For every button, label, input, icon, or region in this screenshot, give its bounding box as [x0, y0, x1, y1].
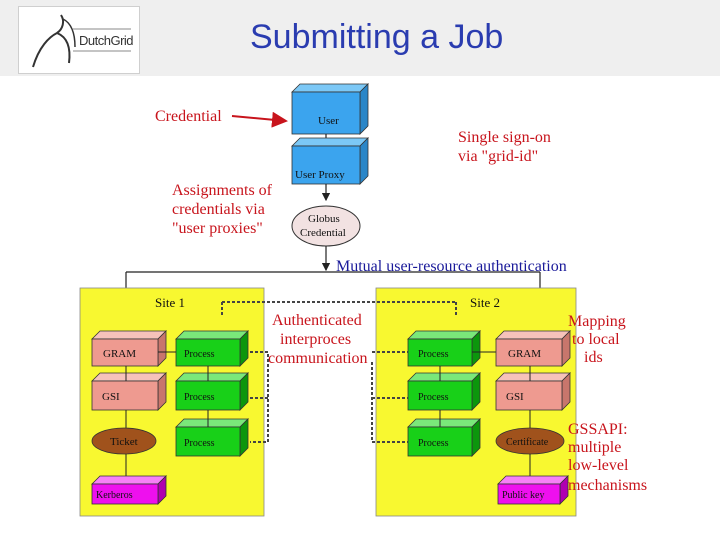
sso-line-2: via "grid-id": [458, 148, 538, 165]
authenticated-label: Authenticated interproces communication: [268, 312, 368, 367]
credential-label: Credential: [155, 108, 222, 125]
site2-process-1: Process: [407, 330, 481, 367]
assignments-label: Assignments of credentials via "user pro…: [172, 182, 276, 237]
site1-process-1-label: Process: [184, 349, 215, 360]
site2-public-key-label: Public key: [502, 490, 545, 501]
mapping-line-2: to local: [572, 331, 620, 348]
site2-process-2: Process: [407, 372, 481, 411]
logo-figure-icon: [32, 14, 131, 68]
site1-ticket-label: Ticket: [110, 436, 138, 448]
mapping-line-1: Mapping: [568, 313, 626, 330]
page-title: Submitting a Job: [250, 18, 504, 56]
gssapi-line-3: low-level: [568, 457, 629, 474]
site2-process-3: Process: [407, 418, 481, 457]
site1-gram-label: GRAM: [103, 348, 136, 360]
authenticated-line-1: Authenticated: [272, 312, 362, 329]
site2-process-3-label: Process: [418, 438, 449, 449]
globus-line-2: Credential: [300, 227, 346, 239]
gssapi-label: GSSAPI: multiple low-level mechanisms: [568, 421, 647, 494]
site2-public-key-box: Public key: [497, 475, 569, 505]
site2-process-1-label: Process: [418, 349, 449, 360]
user-proxy-box-label: User Proxy: [295, 169, 345, 181]
site1-kerberos-label: Kerberos: [96, 490, 133, 501]
site-1-label: Site 1: [155, 295, 185, 310]
assignments-line-1: Assignments of: [172, 182, 273, 199]
site1-process-2: Process: [175, 372, 249, 411]
mapping-line-3: ids: [584, 349, 603, 366]
gssapi-line-2: multiple: [568, 439, 621, 456]
site2-gram-label: GRAM: [508, 348, 541, 360]
authenticated-line-3: communication: [268, 350, 368, 367]
site2-certificate: Certificate: [495, 427, 565, 455]
assignments-line-2: credentials via: [172, 201, 265, 218]
site2-gram-box: GRAM: [495, 330, 571, 367]
site2-left-dashed: [372, 351, 408, 443]
globus-line-1: Globus: [308, 213, 340, 225]
site2-gsi-label: GSI: [506, 391, 524, 403]
dutchgrid-logo: DutchGrid: [18, 6, 140, 74]
globus-credential: Globus Credential: [291, 205, 361, 247]
site1-process-2-label: Process: [184, 392, 215, 403]
slide-header: DutchGrid Submitting a Job: [0, 0, 720, 76]
site1-process-1: Process: [175, 330, 249, 367]
gssapi-line-1: GSSAPI:: [568, 421, 628, 438]
site1-process-3: Process: [175, 418, 249, 457]
site1-gsi-label: GSI: [102, 391, 120, 403]
site2-gsi-box: GSI: [495, 372, 571, 411]
user-box: User: [291, 83, 369, 135]
mutual-auth-label: Mutual user-resource authentication: [336, 258, 567, 275]
assignments-line-3: "user proxies": [172, 220, 263, 237]
user-proxy-box: User Proxy: [291, 137, 369, 185]
credential-arrow: [231, 111, 288, 128]
site1-kerberos-box: Kerberos: [91, 475, 167, 505]
site1-gram-box: GRAM: [91, 330, 167, 367]
authenticated-line-2: interproces: [280, 331, 351, 348]
site2-certificate-label: Certificate: [506, 437, 549, 448]
gssapi-line-4: mechanisms: [568, 477, 647, 494]
site1-process-3-label: Process: [184, 438, 215, 449]
single-sign-on-label: Single sign-on via "grid-id": [458, 129, 555, 165]
site1-gsi-box: GSI: [91, 372, 167, 411]
sso-line-1: Single sign-on: [458, 129, 551, 146]
authentication-diagram: Credential Assignments of credentials vi…: [79, 83, 647, 517]
site-2-label: Site 2: [470, 295, 500, 310]
site1-ticket: Ticket: [91, 427, 157, 455]
logo-text: DutchGrid: [79, 33, 134, 48]
user-box-label: User: [318, 115, 339, 127]
interprocess-middle-dashed: [250, 351, 269, 443]
mapping-label: Mapping to local ids: [568, 313, 630, 366]
site2-process-2-label: Process: [418, 392, 449, 403]
